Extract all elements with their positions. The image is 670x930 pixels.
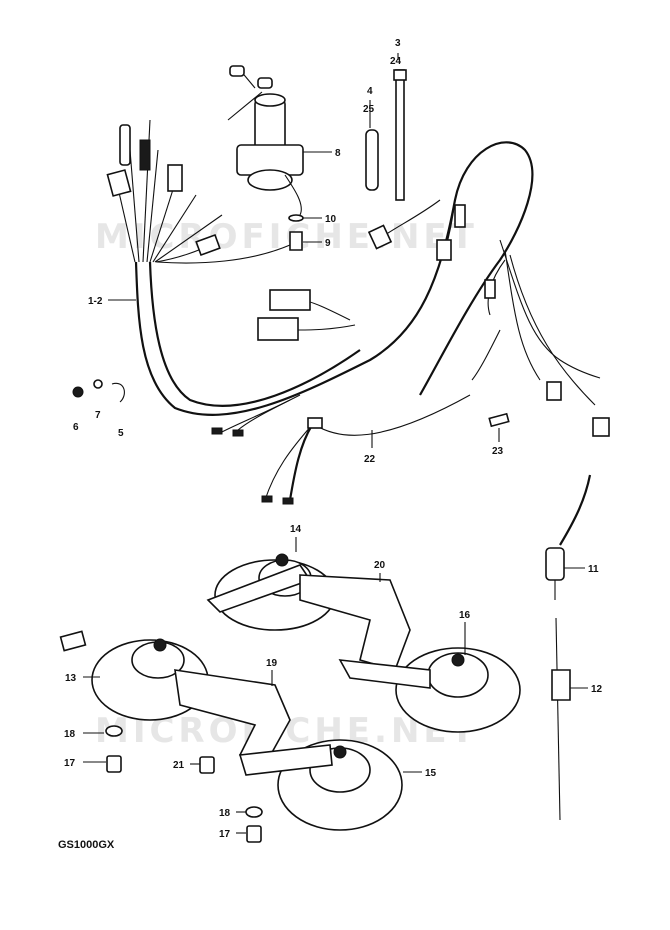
bolt-21 bbox=[199, 756, 215, 774]
callout-25: 25 bbox=[363, 104, 375, 115]
fasteners-5-6-7 bbox=[72, 379, 125, 403]
callout-18-a: 18 bbox=[64, 729, 76, 740]
callout-23: 23 bbox=[492, 446, 504, 457]
callout-20: 20 bbox=[374, 560, 386, 571]
connector-cluster-b bbox=[139, 139, 151, 171]
connector-right-c bbox=[546, 381, 562, 401]
callout-7: 7 bbox=[95, 410, 101, 421]
callout-14: 14 bbox=[290, 524, 302, 535]
callout-6: 6 bbox=[73, 422, 79, 433]
clip-23 bbox=[488, 412, 510, 428]
cable-11-12 bbox=[545, 474, 592, 821]
washer-18-b bbox=[245, 806, 263, 818]
callout-15: 15 bbox=[425, 768, 437, 779]
callout-16: 16 bbox=[459, 610, 471, 621]
callout-3: 3 bbox=[395, 38, 401, 49]
callout-18-b: 18 bbox=[219, 808, 231, 819]
key-icon bbox=[229, 65, 245, 77]
callout-17-b: 17 bbox=[219, 829, 231, 840]
callout-10: 10 bbox=[325, 214, 337, 225]
callout-17-a: 17 bbox=[64, 758, 76, 769]
part-4-25 bbox=[365, 129, 379, 191]
ignition-switch bbox=[227, 65, 304, 216]
connector-mid-a bbox=[269, 289, 311, 311]
callout-24: 24 bbox=[390, 56, 402, 67]
connector-cluster-a bbox=[106, 169, 132, 197]
connector-mid-b bbox=[257, 317, 299, 341]
callout-12: 12 bbox=[591, 684, 603, 695]
callout-9: 9 bbox=[325, 238, 331, 249]
callout-labels: 3 24 4 25 8 10 9 1-2 6 7 5 22 23 11 14 2… bbox=[64, 38, 603, 840]
horn-15 bbox=[238, 739, 403, 831]
wire-clip-icon bbox=[59, 630, 87, 652]
callout-21: 21 bbox=[173, 760, 185, 771]
leader-lines bbox=[83, 53, 588, 834]
callout-4: 4 bbox=[367, 86, 373, 97]
watermark-top: MICROFICHE.NET bbox=[95, 217, 478, 257]
bolt-9-10 bbox=[288, 214, 304, 251]
callout-1-2: 1-2 bbox=[88, 296, 103, 307]
connector-cluster-d bbox=[119, 124, 131, 166]
connector-right-a bbox=[367, 224, 393, 250]
bolt-17-b bbox=[246, 825, 262, 843]
rod-3-24 bbox=[393, 69, 407, 201]
callout-19: 19 bbox=[266, 658, 278, 669]
connector-right-b bbox=[436, 239, 452, 261]
horn-16 bbox=[338, 647, 521, 733]
connector-cluster-c bbox=[167, 164, 183, 192]
model-caption: GS1000GX bbox=[58, 839, 115, 851]
callout-5: 5 bbox=[118, 428, 124, 439]
callout-8: 8 bbox=[335, 148, 341, 159]
connector-right-d bbox=[592, 417, 610, 437]
wiring-harness bbox=[106, 119, 610, 505]
bolt-17-a bbox=[106, 755, 122, 773]
callout-11: 11 bbox=[588, 564, 599, 575]
washer-18-a bbox=[105, 725, 123, 737]
callout-13: 13 bbox=[65, 673, 77, 684]
callout-22: 22 bbox=[364, 454, 376, 465]
bracket-20 bbox=[299, 574, 411, 671]
